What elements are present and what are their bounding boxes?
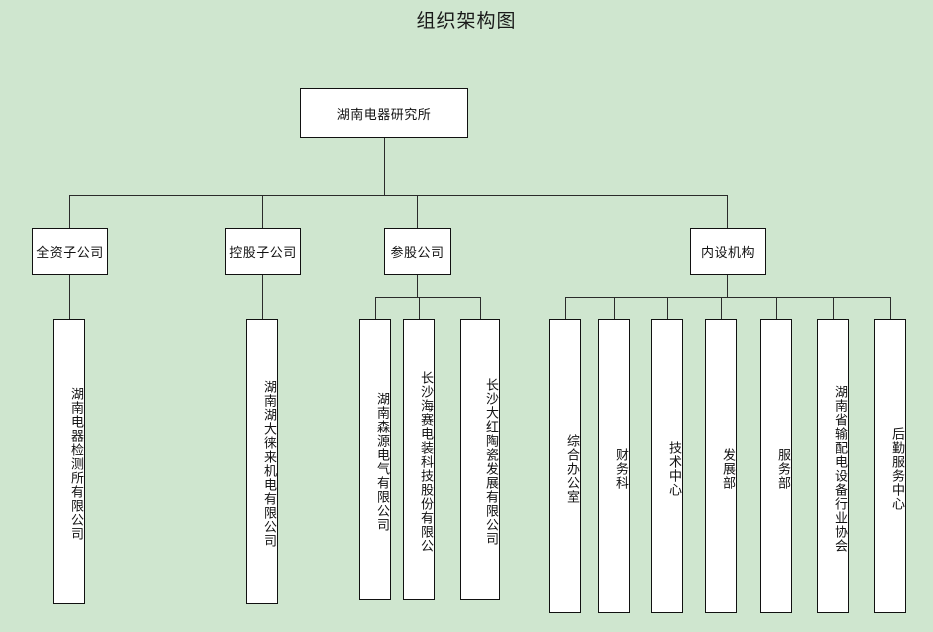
- connector-drop-equity-3: [480, 297, 481, 319]
- leaf-equity-2[interactable]: 长沙海赛电装科技股份有限公: [403, 319, 435, 600]
- leaf-internal-6[interactable]: 湖南省输配电设备行业协会: [817, 319, 849, 613]
- connector-drop-internal-7: [890, 297, 891, 319]
- connector-drop-equity-2: [419, 297, 420, 319]
- leaf-internal-4[interactable]: 发展部: [705, 319, 737, 613]
- leaf-internal-3-label: 技术中心: [666, 440, 681, 497]
- leaf-equity-2-label: 长沙海赛电装科技股份有限公: [418, 371, 433, 553]
- leaf-internal-7[interactable]: 后勤服务中心: [874, 319, 906, 613]
- leaf-equity-1[interactable]: 湖南森源电气有限公司: [359, 319, 391, 600]
- node-holding-label: 控股子公司: [229, 246, 297, 261]
- connector-drop-level2-4: [727, 195, 728, 228]
- leaf-holding-1[interactable]: 湖南湖大徕来机电有限公司: [246, 319, 278, 604]
- node-internal[interactable]: 内设机构: [690, 228, 766, 275]
- leaf-holding-1-label: 湖南湖大徕来机电有限公司: [261, 380, 276, 548]
- leaf-internal-2-label: 财务科: [613, 447, 628, 490]
- leaf-equity-3-label: 长沙大红陶瓷发展有限公司: [483, 378, 498, 546]
- leaf-equity-1-label: 湖南森源电气有限公司: [374, 392, 389, 532]
- connector-drop-equity-1: [375, 297, 376, 319]
- connector-drop-level2-2: [262, 195, 263, 228]
- connector-drop-level2-3: [417, 195, 418, 228]
- leaf-internal-5[interactable]: 服务部: [760, 319, 792, 613]
- connector-level2-bus: [69, 195, 727, 196]
- connector-drop-internal-6: [833, 297, 834, 319]
- leaf-internal-7-label: 后勤服务中心: [889, 426, 904, 511]
- leaf-internal-3[interactable]: 技术中心: [651, 319, 683, 613]
- page-title: 组织架构图: [416, 10, 517, 32]
- leaf-internal-1-label: 综合办公室: [564, 433, 579, 504]
- connector-drop-internal-2: [614, 297, 615, 319]
- connector-drop-internal-3: [667, 297, 668, 319]
- leaf-wholly-owned-1[interactable]: 湖南电器检测所有限公司: [53, 319, 85, 604]
- connector-equity-bus: [375, 297, 480, 298]
- connector-drop-internal-1: [565, 297, 566, 319]
- node-wholly-owned-label: 全资子公司: [36, 246, 104, 261]
- node-root[interactable]: 湖南电器研究所: [300, 88, 468, 138]
- leaf-internal-1[interactable]: 综合办公室: [549, 319, 581, 613]
- node-equity[interactable]: 参股公司: [384, 228, 451, 275]
- leaf-internal-2[interactable]: 财务科: [598, 319, 630, 613]
- connector-drop-level2-1: [69, 195, 70, 228]
- leaf-equity-3[interactable]: 长沙大红陶瓷发展有限公司: [460, 319, 500, 600]
- node-wholly-owned[interactable]: 全资子公司: [32, 228, 108, 275]
- connector-holding-stem: [262, 275, 263, 319]
- connector-equity-stem: [417, 275, 418, 297]
- node-equity-label: 参股公司: [390, 246, 445, 261]
- connector-internal-stem: [727, 275, 728, 297]
- connector-wholly-owned-stem: [69, 275, 70, 319]
- node-internal-label: 内设机构: [700, 246, 755, 261]
- node-holding[interactable]: 控股子公司: [225, 228, 301, 275]
- node-root-label: 湖南电器研究所: [336, 107, 432, 123]
- leaf-wholly-owned-1-label: 湖南电器检测所有限公司: [68, 387, 83, 541]
- connector-drop-internal-5: [776, 297, 777, 319]
- connector-internal-bus: [565, 297, 890, 298]
- connector-drop-internal-4: [721, 297, 722, 319]
- leaf-internal-5-label: 服务部: [775, 447, 790, 490]
- leaf-internal-4-label: 发展部: [720, 447, 735, 490]
- connector-root-stem: [384, 138, 385, 195]
- leaf-internal-6-label: 湖南省输配电设备行业协会: [832, 384, 847, 553]
